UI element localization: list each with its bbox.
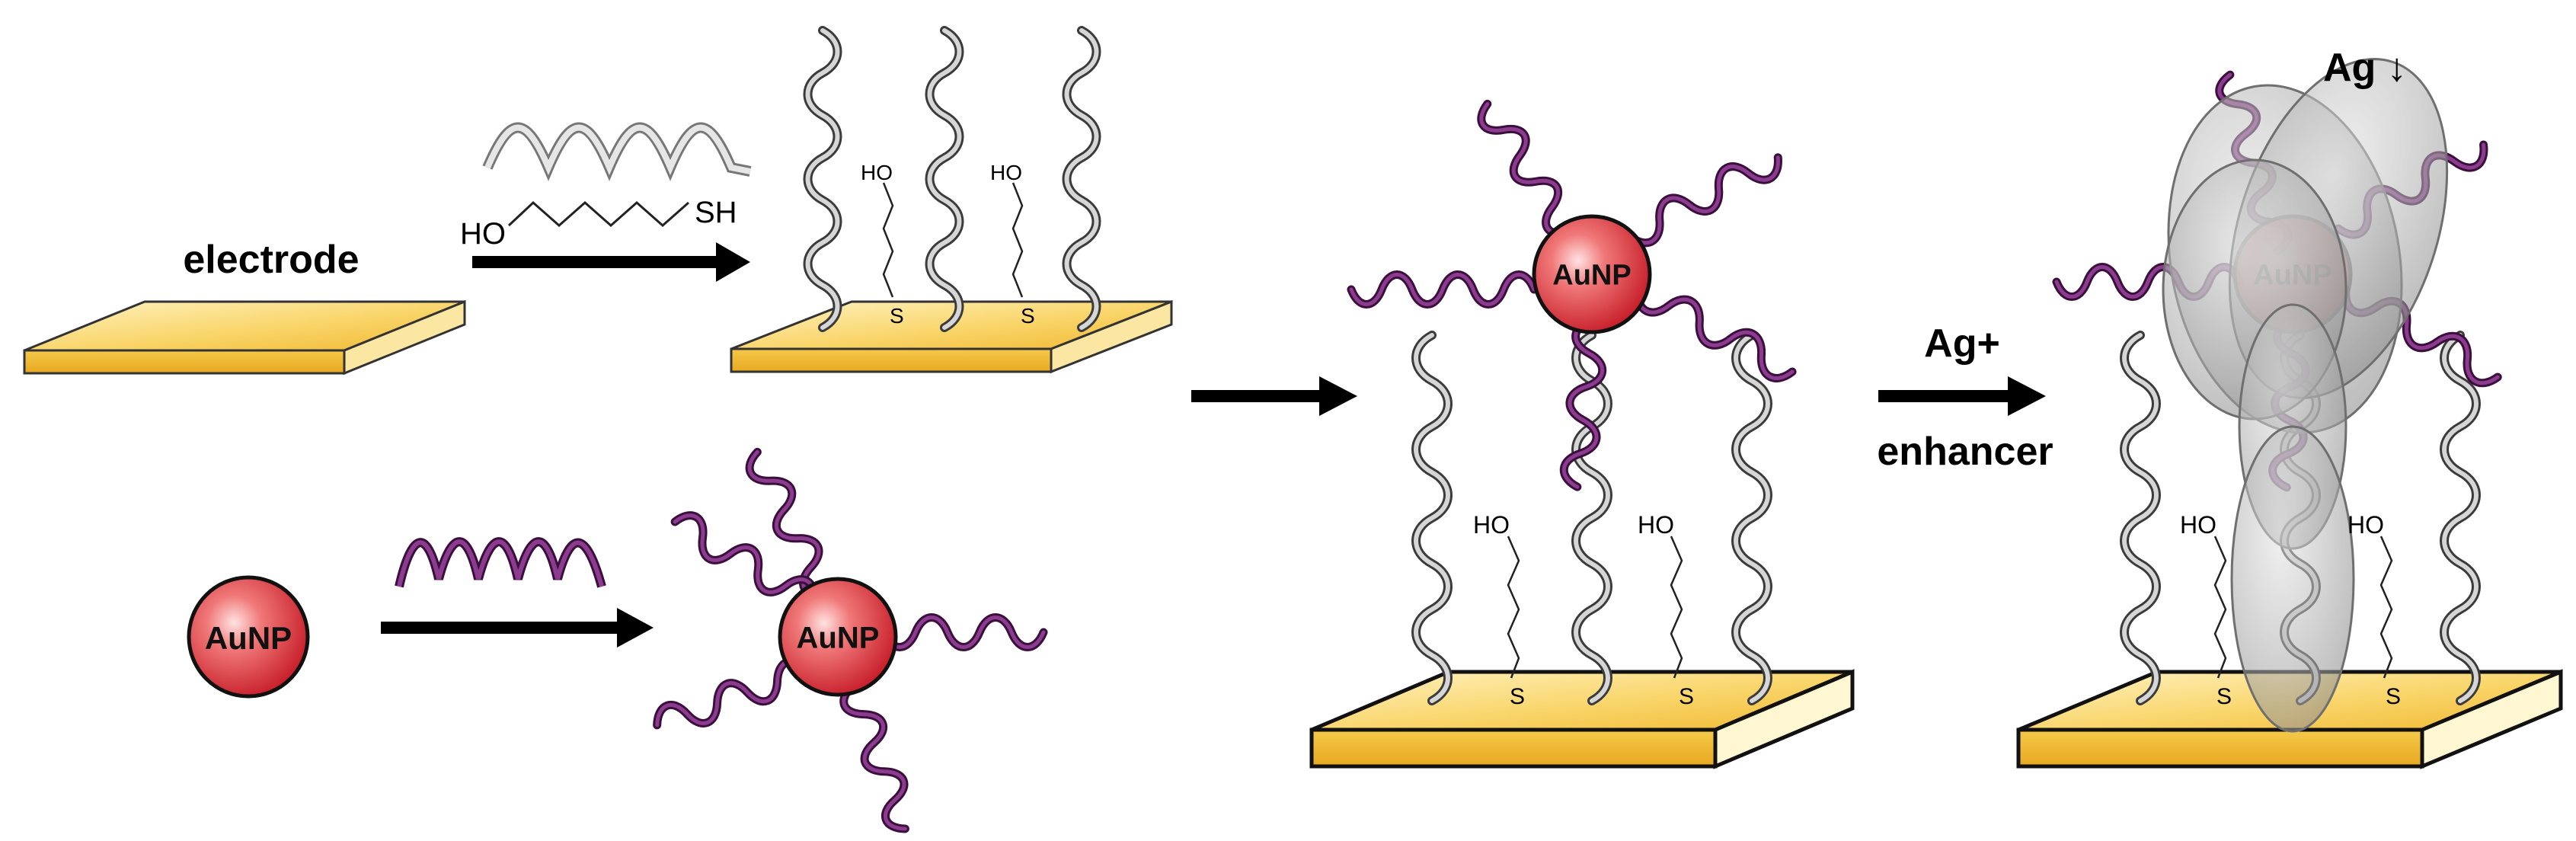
probe-strand-1	[2120, 331, 2161, 705]
silver-particle-5	[2230, 425, 2355, 733]
probe-strand-3	[1731, 331, 1772, 705]
target-strand-left	[1347, 270, 1539, 309]
enhancer-label: enhancer	[1877, 430, 2053, 474]
ag-deposit-label: Ag ↓	[2323, 46, 2407, 90]
modified-electrode	[730, 299, 1173, 374]
silver-deposit-complex: AuNP	[2052, 58, 2502, 733]
arrow-1	[472, 242, 750, 282]
conjugate-strand-down	[839, 681, 909, 833]
ho-label: HO	[990, 161, 1022, 184]
ho-label: HO	[2347, 511, 2384, 539]
arrow-3	[1191, 376, 1357, 416]
probe-strand-2	[1571, 331, 1612, 705]
s-label: S	[2216, 684, 2232, 709]
aunp-dna-conjugate: AuNP	[653, 447, 1048, 833]
ag-plus-label: Ag+	[1924, 321, 2000, 366]
target-strand-hybridized	[1559, 315, 1607, 491]
ho-label: HO	[2180, 511, 2216, 539]
mch-monolayer-2: HO S HO S	[1473, 511, 1694, 709]
conjugate-strand-up-left	[670, 511, 819, 606]
probe-dna-strands	[803, 26, 1101, 332]
mch-monolayer: HO S HO S	[861, 161, 1035, 328]
s-label: S	[1021, 304, 1035, 328]
aunp-label: AuNP	[205, 620, 292, 656]
ho-label: HO	[1638, 511, 1674, 539]
probe-strand-1	[803, 26, 842, 332]
s-label: S	[890, 304, 904, 328]
arrow-2	[381, 608, 654, 648]
sh-label: SH	[695, 196, 737, 229]
hybridization-complex: AuNP	[1347, 99, 1797, 705]
aunp-particle: AuNP	[1532, 214, 1652, 334]
bare-aunp: AuNP	[187, 575, 310, 699]
ho-label: HO	[1473, 511, 1510, 539]
conjugate-strand-down-left	[653, 657, 812, 730]
target-strand-right	[1633, 285, 1797, 382]
hybridized-electrode	[1309, 669, 1855, 769]
s-label: S	[2386, 684, 2401, 709]
probe-strand-3	[1062, 26, 1101, 332]
probe-strand-1	[1411, 331, 1453, 705]
target-strand-upper-right	[1625, 153, 1782, 248]
silver-deposit	[2162, 58, 2449, 733]
ho-label: HO	[861, 161, 893, 184]
s-label: S	[1510, 684, 1525, 709]
probe-strand-3	[2440, 331, 2481, 705]
conjugate-strand-right	[879, 613, 1048, 651]
target-dna-reagent	[395, 537, 606, 588]
bare-electrode	[23, 299, 466, 376]
electrode-label: electrode	[183, 238, 359, 282]
probe-strand-2	[925, 26, 964, 332]
aunp-label: AuNP	[1552, 260, 1631, 292]
s-label: S	[1679, 684, 1694, 709]
mercaptohexanol-reagent: HO SH	[460, 196, 737, 251]
probe-dna-reagent	[482, 122, 752, 181]
ho-label: HO	[460, 217, 506, 251]
mch-monolayer-3: HO S HO S	[2180, 511, 2401, 709]
aunp-particle: AuNP	[778, 577, 898, 697]
aunp-label: AuNP	[797, 621, 880, 654]
arrow-4	[1878, 376, 2046, 416]
